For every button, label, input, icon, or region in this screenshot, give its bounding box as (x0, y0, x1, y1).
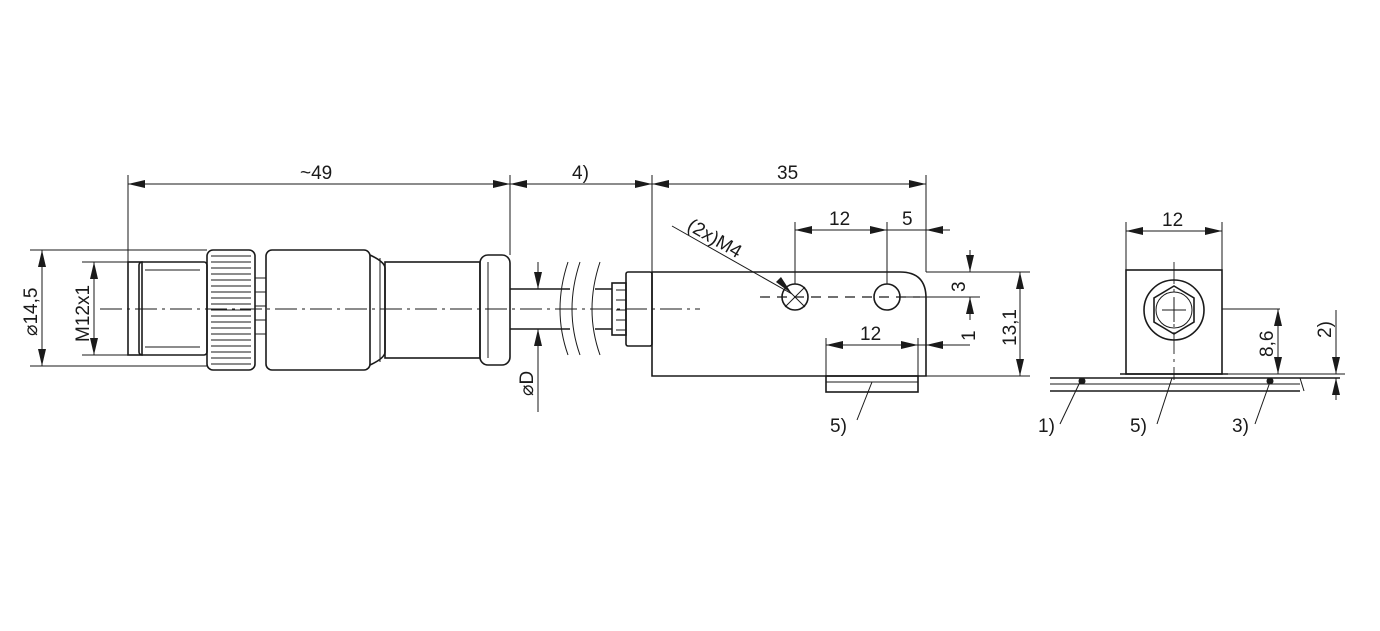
dim-cable-length: 4) (572, 163, 589, 184)
label-mounting-holes: (2x)M4 (684, 215, 746, 263)
diameter-symbol-d: ⌀ (517, 385, 538, 396)
dim-cable-diameter: ⌀D (517, 371, 538, 396)
dim-center-height: 8,6 (1257, 331, 1278, 357)
dim-sensor-length: 35 (777, 163, 798, 184)
m12-connector (127, 249, 511, 371)
dim-connector-diameter: ⌀14,5 (21, 288, 42, 336)
sensor-end-view (1050, 262, 1345, 392)
note-5-end: 5) (1130, 416, 1147, 437)
dim-face-length: 12 (860, 324, 881, 345)
cable-diameter-value: D (517, 371, 538, 385)
dim-sensor-height: 13,1 (1000, 309, 1021, 346)
cable (510, 261, 653, 356)
dim-hole-edge: 5 (902, 209, 913, 230)
diameter-symbol: ⌀ (21, 325, 42, 336)
connector-diameter-value: 14,5 (21, 288, 42, 325)
dim-end-width: 12 (1162, 210, 1183, 231)
dimension-labels: ~49 4) 35 12 5 (2x)M4 3 12 1 13,1 12 8,6… (21, 163, 1336, 437)
dim-gap: 2) (1315, 321, 1336, 338)
dim-hole-top: 3 (949, 281, 970, 292)
dim-hole-pitch: 12 (829, 209, 850, 230)
dim-face-offset: 1 (959, 330, 980, 341)
note-1: 1) (1038, 416, 1055, 437)
note-5-side: 5) (830, 416, 847, 437)
dim-overall-length: ~49 (300, 163, 332, 184)
dimension-lines (30, 175, 1340, 425)
dim-thread: M12x1 (73, 285, 94, 342)
note-3: 3) (1232, 416, 1249, 437)
